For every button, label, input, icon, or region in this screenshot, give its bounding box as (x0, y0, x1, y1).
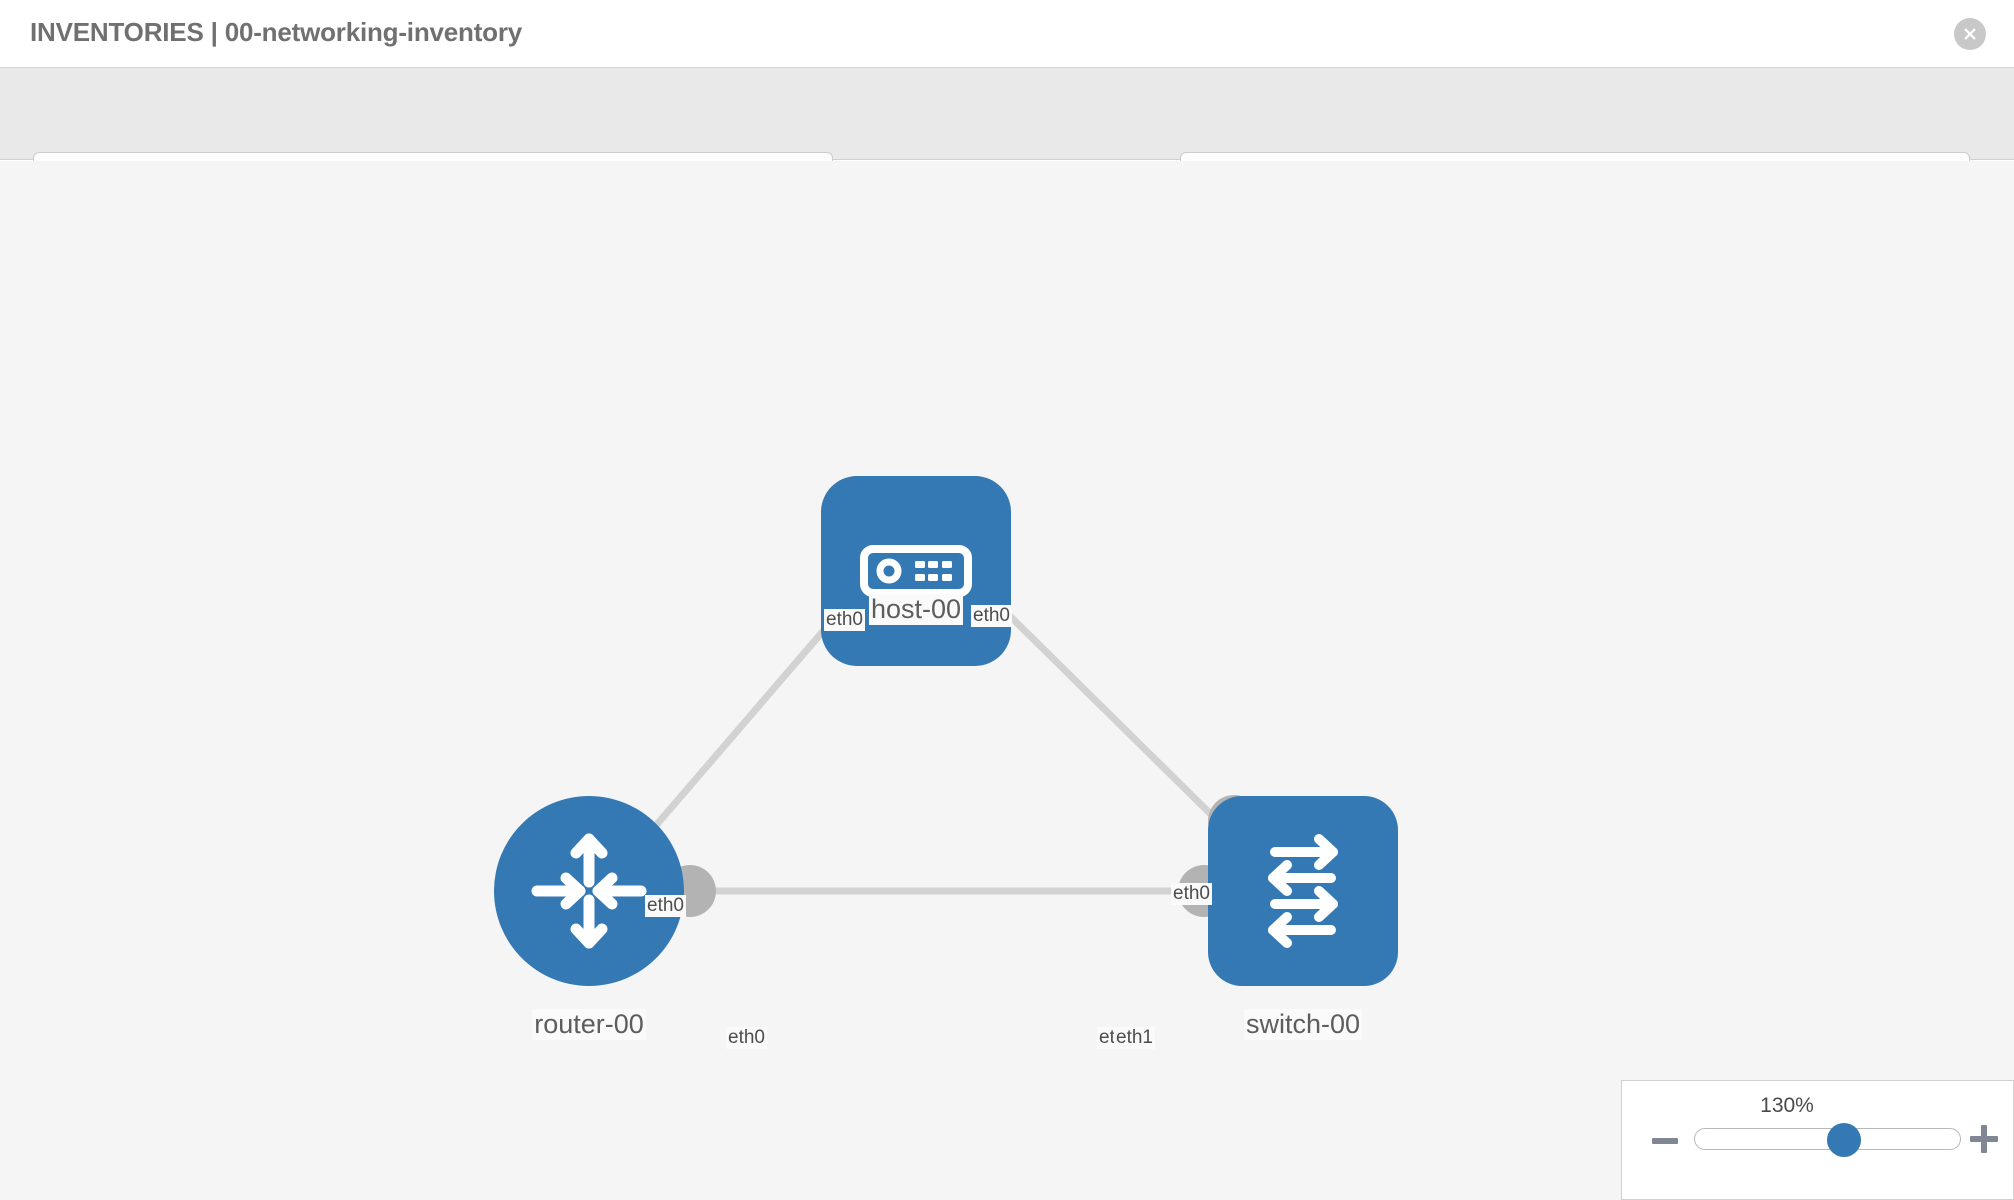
node-label-router-00[interactable]: router-00 (532, 1009, 646, 1040)
zoom-control-panel: 130% (1621, 1080, 2014, 1200)
iface-label: eth0 (645, 895, 686, 917)
iface-label: eth0 (726, 1027, 767, 1049)
plus-icon[interactable] (1970, 1125, 1998, 1153)
close-icon[interactable] (1954, 18, 1986, 50)
iface-label: eth0 (971, 605, 1012, 627)
zoom-level-label: 130% (1760, 1094, 1814, 1117)
node-router-00 (494, 796, 684, 986)
toolbar: ACTIONS SEARCH (0, 68, 2014, 204)
iface-label: eth0 (1171, 883, 1212, 905)
topology-nodes (494, 476, 1398, 986)
iface-label: eth0 (824, 609, 865, 631)
page-header: INVENTORIES | 00-networking-inventory (0, 0, 2014, 68)
node-host-00 (821, 476, 1011, 666)
page-title: INVENTORIES | 00-networking-inventory (30, 17, 523, 47)
topology-canvas[interactable]: host-00 router-00 switch-00 eth0 eth0 et… (0, 161, 2014, 1200)
minus-icon[interactable] (1652, 1138, 1678, 1144)
zoom-slider[interactable] (1694, 1123, 1961, 1157)
zoom-slider-thumb[interactable] (1826, 1123, 1861, 1157)
node-label-host-00[interactable]: host-00 (868, 594, 964, 625)
node-label-switch-00[interactable]: switch-00 (1243, 1009, 1363, 1040)
node-switch-00 (1208, 796, 1398, 986)
iface-label: eth1 (1114, 1027, 1155, 1049)
